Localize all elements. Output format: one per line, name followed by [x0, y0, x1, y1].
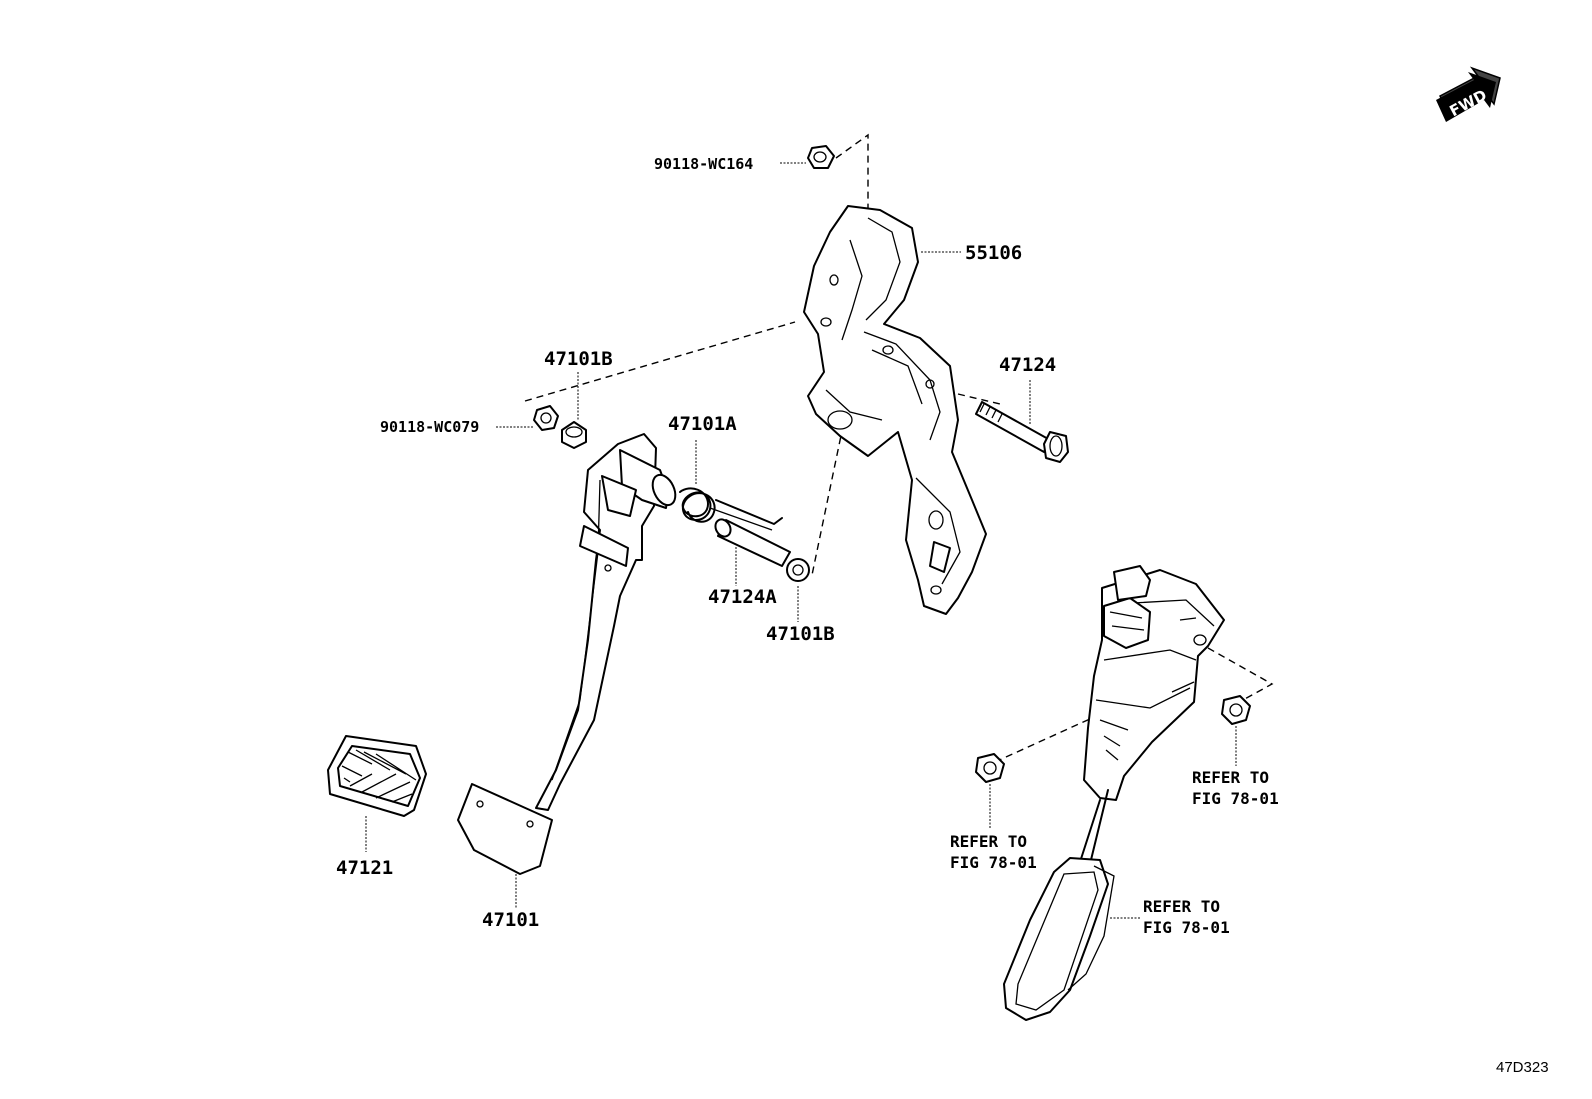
label-47101a: 47101A [668, 413, 737, 435]
label-47101: 47101 [482, 909, 539, 931]
pedal-pad-47121 [327, 735, 427, 817]
bolt-47124 [975, 401, 1069, 463]
brake-pedal-47101 [457, 433, 677, 875]
leader-lines [365, 162, 1237, 919]
ref-accel-line2: FIG 78-01 [1143, 918, 1230, 937]
accelerator-pedal-assembly [1003, 565, 1225, 1021]
assembly-lines [524, 133, 1274, 763]
ref-right-line2: FIG 78-01 [1192, 789, 1279, 808]
label-47101b-top: 47101B [544, 348, 613, 370]
ref-left-line1: REFER TO [950, 832, 1027, 851]
label-55106: 55106 [965, 242, 1022, 264]
label-47121: 47121 [336, 857, 393, 879]
label-47101b-bottom: 47101B [766, 623, 835, 645]
ref-right-line1: REFER TO [1192, 768, 1269, 787]
nut-90118-wc079 [533, 405, 559, 431]
bracket-55106 [803, 205, 987, 615]
fwd-arrow-icon: FWD [1436, 66, 1501, 122]
bolt-90118-wc164 [807, 145, 835, 169]
label-47124a: 47124A [708, 586, 777, 608]
figure-code: 47D323 [1496, 1059, 1549, 1076]
bushing-47101b-top [561, 421, 587, 449]
ref-accel-line1: REFER TO [1143, 897, 1220, 916]
nut-right [1221, 695, 1251, 725]
nut-left [975, 753, 1005, 783]
collar-47124a [714, 518, 791, 567]
label-90118-wc079: 90118-WC079 [380, 418, 479, 436]
label-90118-wc164: 90118-WC164 [654, 155, 753, 173]
label-47124: 47124 [999, 354, 1056, 376]
bushing-47101b-bottom [786, 558, 810, 582]
spring-47101a [679, 487, 783, 531]
ref-left-line2: FIG 78-01 [950, 853, 1037, 872]
